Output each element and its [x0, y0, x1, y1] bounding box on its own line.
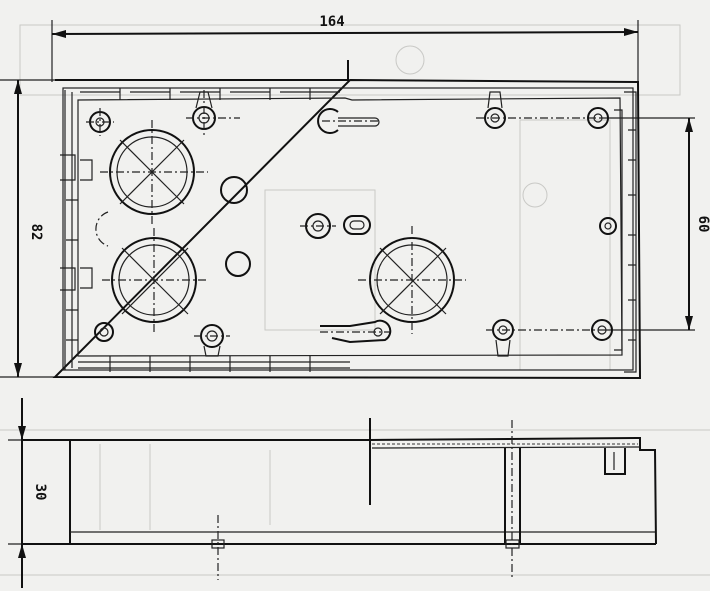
- plan-view: 164 82 60: [0, 14, 710, 380]
- side-body: [22, 418, 657, 580]
- dimension-length-label: 164: [319, 14, 344, 30]
- small-knockout-lower: [225, 251, 251, 277]
- small-knockout-upper: [220, 176, 248, 204]
- dimension-length: 164: [51, 14, 639, 82]
- dimension-hole-spacing-label: 60: [695, 216, 710, 233]
- mounting-holes: [86, 90, 617, 357]
- hole-bottom-right-b: [591, 319, 613, 341]
- hole-bottom-left: [94, 322, 114, 342]
- hole-bottom-center: [194, 324, 230, 357]
- dimension-width-label: 82: [28, 224, 44, 241]
- slots: [317, 108, 392, 344]
- ghost-lines: [0, 24, 710, 576]
- hole-bottom-right-a: [486, 319, 600, 357]
- dimension-height: 30: [8, 398, 48, 588]
- dimension-width: 82: [0, 79, 55, 378]
- hole-top-center: [186, 90, 240, 136]
- slot-bottom: [320, 319, 392, 344]
- dimension-hole-spacing: 60: [600, 117, 710, 331]
- hole-top-left: [86, 108, 114, 136]
- dimension-height-label: 30: [32, 484, 48, 501]
- knockout-lower-left: [102, 228, 208, 332]
- side-view: 30: [8, 398, 657, 588]
- hole-right-middle: [599, 217, 617, 235]
- arc-between-knockouts: [95, 211, 109, 247]
- knockout-upper-left: [100, 120, 208, 224]
- hole-center: [300, 213, 336, 239]
- hole-top-right-b: [587, 107, 609, 129]
- slot-top: [317, 108, 380, 134]
- knockouts: [95, 120, 466, 334]
- slot-center: [343, 215, 371, 235]
- hole-top-right-a: [476, 91, 600, 129]
- knockout-right: [358, 226, 466, 334]
- enclosure-outline: [52, 60, 642, 380]
